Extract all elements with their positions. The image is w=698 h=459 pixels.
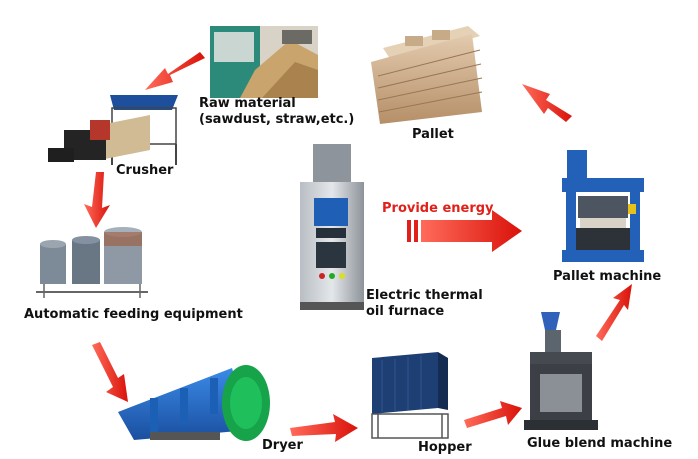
feeding-equipment-image [36,227,148,298]
provide-energy-label: Provide energy [382,201,494,216]
dryer-image [118,365,270,441]
pallet-label: Pallet [412,127,454,142]
flow-arrow-raw-to-crusher [145,52,205,90]
flow-arrow-pallet-machine-to-pallet [522,84,572,122]
flow-arrow-glue-to-pallet-machine [596,284,632,341]
pallet-image [371,26,483,124]
hopper-image [371,352,449,439]
flow-arrow-feeding-to-dryer [92,342,128,402]
glue-blend-machine-image [524,312,598,430]
pallet-machine-image [562,150,644,262]
furnace-image [300,144,364,310]
flow-arrow-dryer-to-hopper [290,414,358,442]
pallet-machine-label: Pallet machine [553,269,662,284]
hopper-label: Hopper [418,440,472,455]
crusher-image [48,95,178,165]
furnace-label: Electric thermal oil furnace [366,288,483,319]
raw-material-image [210,26,318,98]
flow-arrow-hopper-to-glue [464,401,522,428]
energy-arrow [407,210,522,252]
raw-material-label: Raw material (sawdust, straw,etc.) [199,96,355,127]
feeding-equipment-label: Automatic feeding equipment [24,307,243,322]
flow-arrow-crusher-to-feeding [84,172,110,228]
glue-blend-machine-label: Glue blend machine [527,436,673,451]
crusher-label: Crusher [116,163,174,178]
dryer-label: Dryer [262,438,303,453]
